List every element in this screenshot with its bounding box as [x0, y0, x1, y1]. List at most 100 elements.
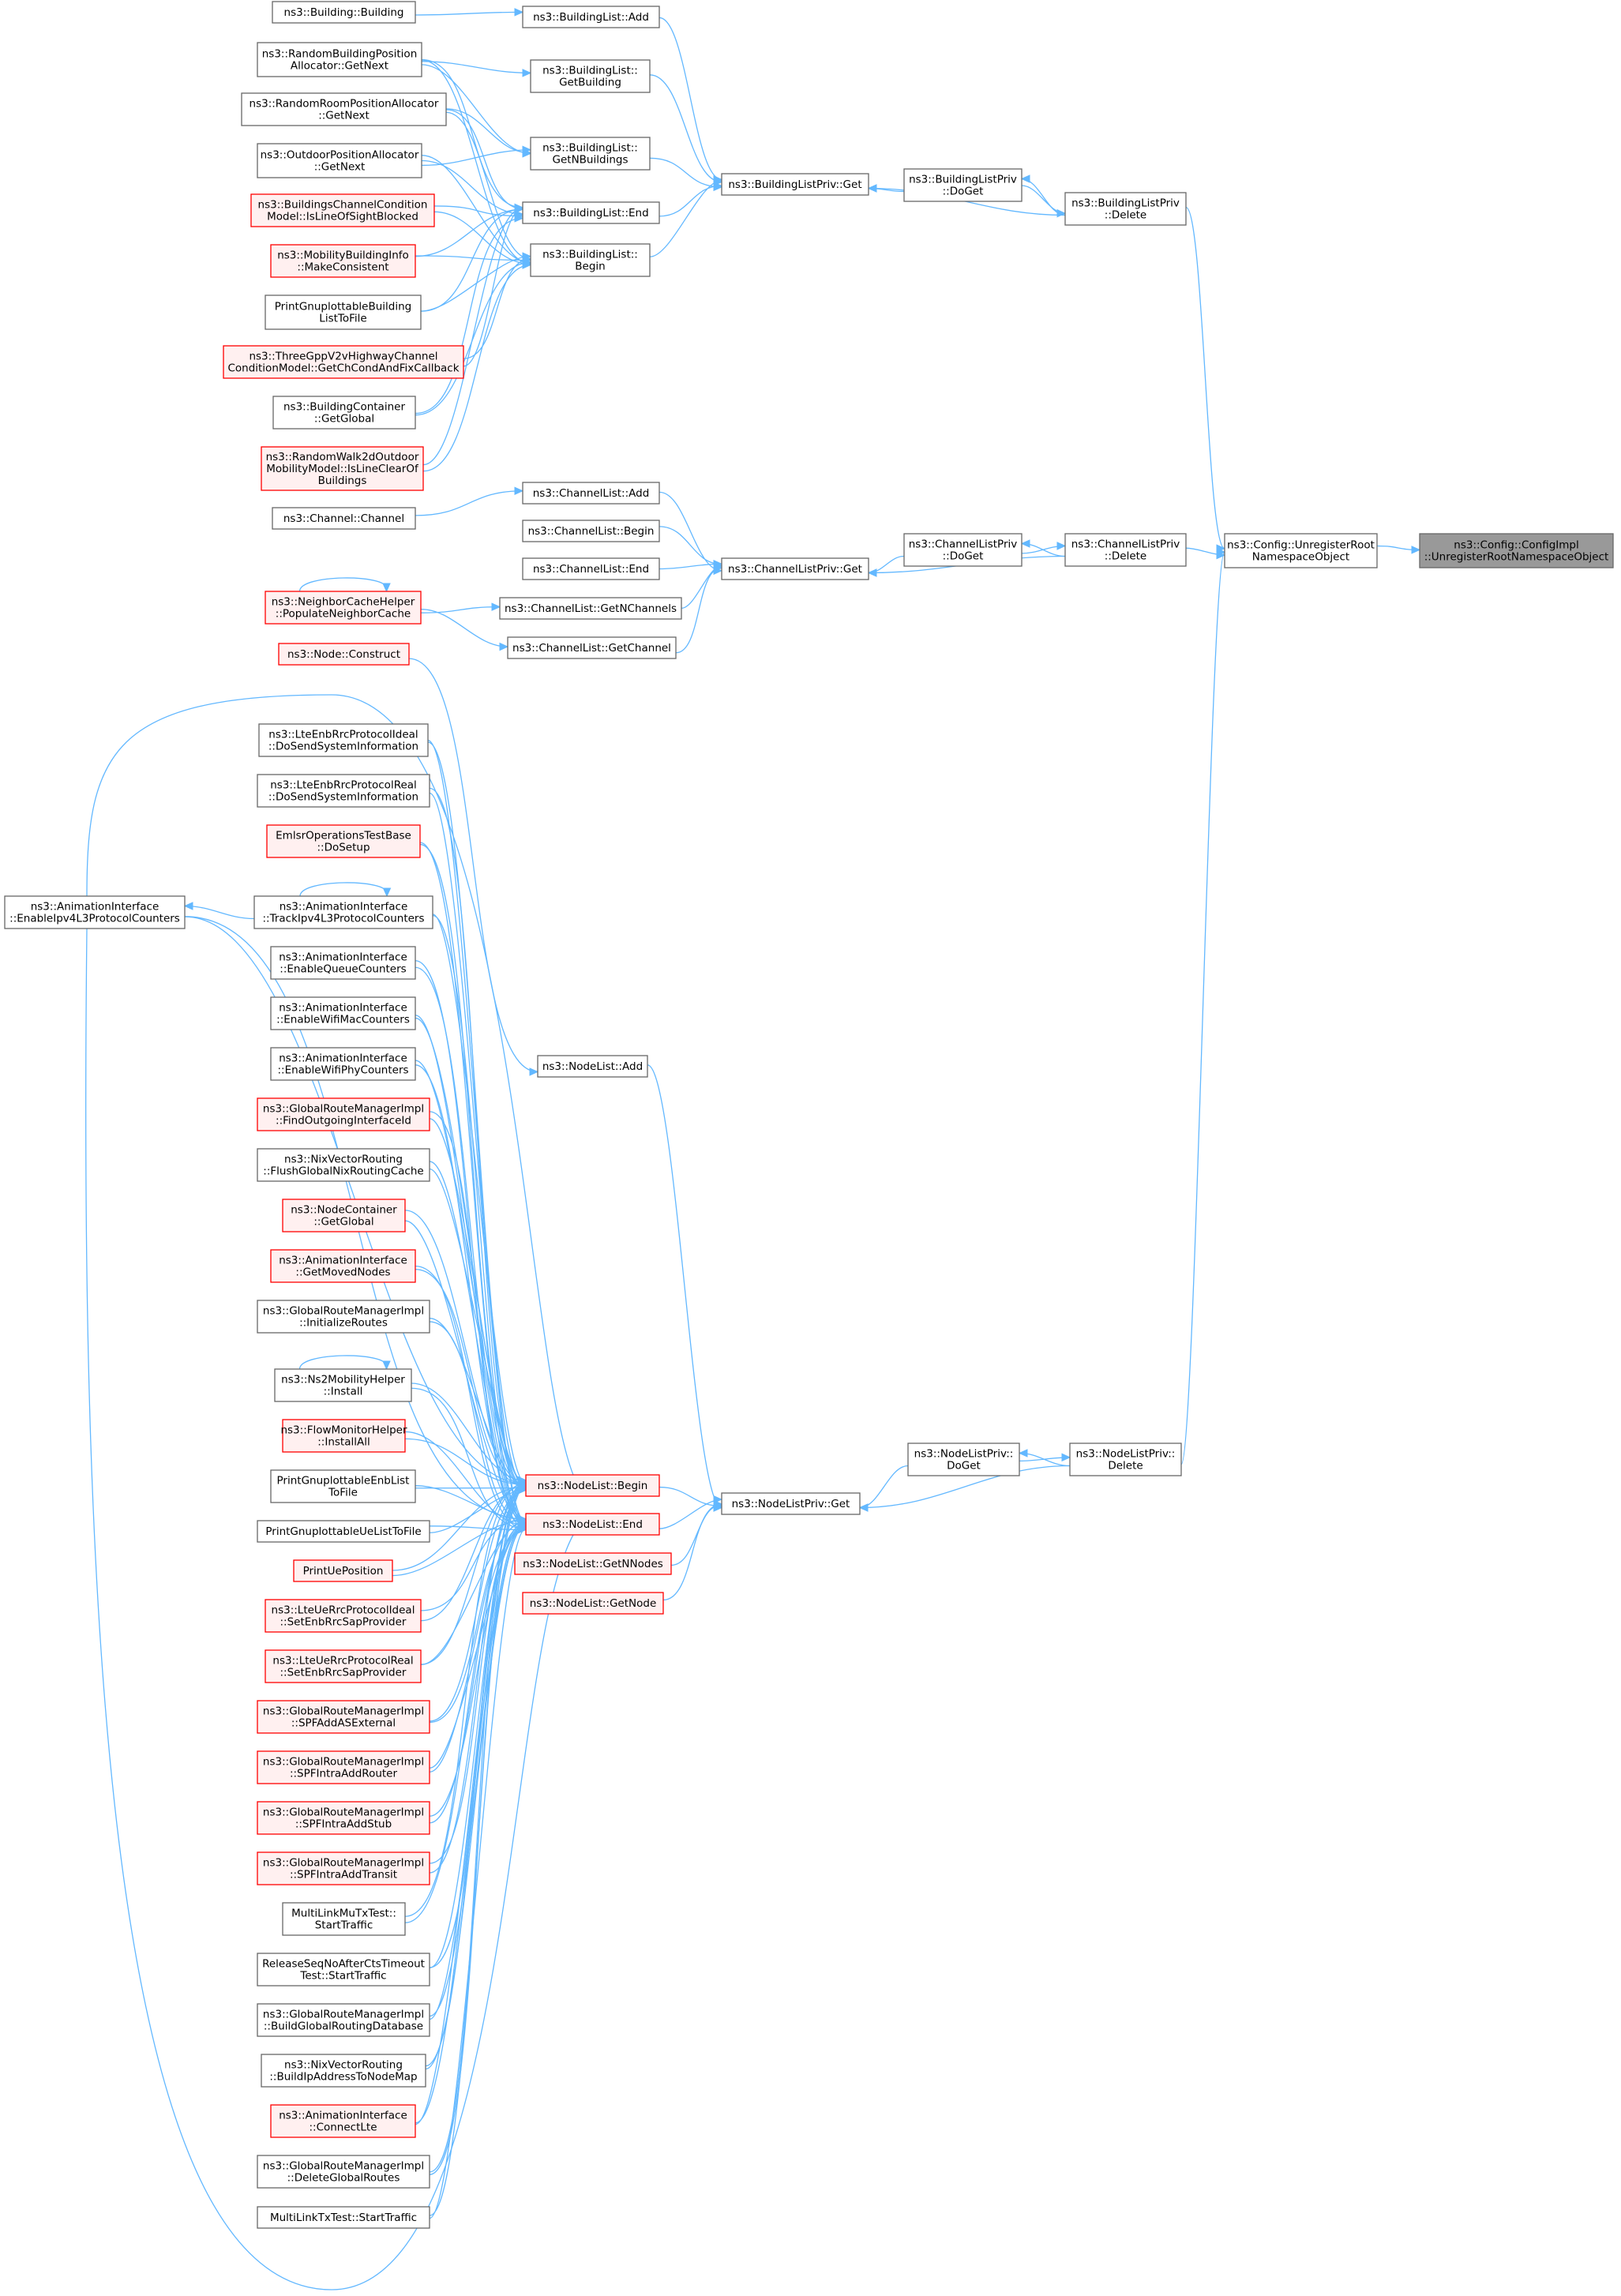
node-c07[interactable]: ns3::AnimationInterface::EnableWifiPhyCo… [270, 1047, 416, 1081]
node-c20[interactable]: ns3::GlobalRouteManagerImpl::SPFAddASExt… [257, 1700, 430, 1734]
node-c13[interactable]: ns3::Ns2MobilityHelper::Install [274, 1368, 412, 1402]
node-nch[interactable]: ns3::NeighborCacheHelper::PopulateNeighb… [265, 591, 422, 625]
edge-bl_getnbuildings-to-blp_get [649, 157, 722, 188]
edge-c27-to-nl_end [425, 1525, 527, 2070]
node-root[interactable]: ns3::Config::ConfigImpl::UnregisterRootN… [1419, 533, 1614, 568]
node-blp-delete[interactable]: ns3::BuildingListPriv::Delete [1064, 192, 1187, 226]
edge-blp_doget-to-blp_delete [1021, 185, 1066, 214]
node-c11[interactable]: ns3::AnimationInterface::GetMovedNodes [270, 1249, 416, 1283]
node-ai-enableipv4[interactable]: ns3::AnimationInterface::EnableIpv4L3Pro… [4, 895, 186, 929]
edge-rw2d-to-bl_end-arrowhead [514, 204, 524, 212]
node-bl-begin[interactable]: ns3::BuildingList::Begin [530, 243, 651, 277]
node-c28[interactable]: ns3::AnimationInterface::ConnectLte [270, 2104, 416, 2138]
edge-clp_delete-to-clp_get-arrowhead [867, 568, 877, 577]
node-c04[interactable]: ns3::AnimationInterface::TrackIpv4L3Prot… [253, 895, 433, 929]
node-label-line: ns3::BuildingList::Add [533, 11, 649, 24]
node-nl-getnode[interactable]: ns3::NodeList::GetNode [522, 1592, 664, 1615]
node-c23[interactable]: ns3::GlobalRouteManagerImpl::SPFIntraAdd… [257, 1851, 430, 1885]
node-c14[interactable]: ns3::FlowMonitorHelper::InstallAll [280, 1419, 407, 1453]
node-c18[interactable]: ns3::LteUeRrcProtocolIdeal::SetEnbRrcSap… [265, 1599, 422, 1633]
node-c30[interactable]: MultiLinkTxTest::StartTraffic [257, 2206, 430, 2229]
node-c29[interactable]: ns3::GlobalRouteManagerImpl::DeleteGloba… [257, 2155, 430, 2189]
node-blp-get[interactable]: ns3::BuildingListPriv::Get [721, 173, 869, 196]
node-bccm[interactable]: ns3::BuildingsChannelConditionModel::IsL… [250, 193, 435, 227]
node-label-line: ns3::AnimationInterface [279, 1002, 407, 1015]
node-clp-delete[interactable]: ns3::ChannelListPriv::Delete [1064, 533, 1187, 567]
node-box [270, 996, 416, 1030]
node-blp-doget[interactable]: ns3::BuildingListPriv::DoGet [903, 168, 1023, 202]
node-bc-getglobal[interactable]: ns3::BuildingContainer::GetGlobal [272, 396, 416, 430]
node-c05[interactable]: ns3::AnimationInterface::EnableQueueCoun… [270, 946, 416, 980]
node-rw2d[interactable]: ns3::RandomWalk2dOutdoorMobilityModel::I… [261, 446, 424, 491]
node-c01[interactable]: ns3::LteEnbRrcProtocolIdeal::DoSendSyste… [258, 723, 429, 757]
node-box [537, 1055, 648, 1078]
edge-opa_getnext-to-bl_begin [421, 155, 531, 264]
node-nlp-doget[interactable]: ns3::NodeListPriv::DoGet [907, 1443, 1020, 1476]
edge-c04-to-nl_end [432, 914, 527, 1525]
node-c08[interactable]: ns3::GlobalRouteManagerImpl::FindOutgoin… [257, 1097, 430, 1131]
edge-rbpa_getnext-to-bl_begin [421, 59, 531, 264]
node-c22[interactable]: ns3::GlobalRouteManagerImpl::SPFIntraAdd… [257, 1801, 430, 1835]
node-box [525, 1513, 660, 1536]
edge-c21-to-nl_begin [429, 1488, 527, 1773]
node-c03[interactable]: EmlsrOperationsTestBase::DoSetup [266, 824, 421, 858]
node-c19[interactable]: ns3::LteUeRrcProtocolReal::SetEnbRrcSapP… [265, 1649, 422, 1683]
node-rbpa-getnext[interactable]: ns3::RandomBuildingPositionAllocator::Ge… [257, 42, 422, 77]
node-c16[interactable]: PrintGnuplottableUeListToFile [257, 1520, 430, 1543]
node-box [261, 446, 424, 491]
node-clp-doget[interactable]: ns3::ChannelListPriv::DoGet [903, 533, 1023, 567]
edge-rrpa_getnext-to-bl_end [445, 109, 523, 210]
node-nl-add[interactable]: ns3::NodeList::Add [537, 1055, 648, 1078]
node-ch-channel[interactable]: ns3::Channel::Channel [272, 507, 416, 530]
node-label-line: Allocator::GetNext [291, 60, 388, 73]
node-nl-end[interactable]: ns3::NodeList::End [525, 1513, 660, 1536]
node-label-line: ::DoGet [943, 186, 984, 198]
node-cl-add[interactable]: ns3::ChannelList::Add [522, 482, 660, 505]
node-bl-getnbuildings[interactable]: ns3::BuildingList::GetNBuildings [530, 137, 651, 171]
node-c10[interactable]: ns3::NodeContainer::GetGlobal [282, 1199, 406, 1232]
node-box [1064, 533, 1187, 567]
node-clp-get[interactable]: ns3::ChannelListPriv::Get [721, 557, 869, 580]
node-nlp-get[interactable]: ns3::NodeListPriv::Get [721, 1492, 861, 1515]
node-opa-getnext[interactable]: ns3::OutdoorPositionAllocator::GetNext [257, 143, 422, 178]
node-c06[interactable]: ns3::AnimationInterface::EnableWifiMacCo… [270, 996, 416, 1030]
node-cl-end[interactable]: ns3::ChannelList::End [522, 557, 660, 580]
node-bl-end[interactable]: ns3::BuildingList::End [522, 201, 660, 224]
node-node-construct[interactable]: ns3::Node::Construct [278, 643, 410, 666]
node-box [258, 723, 429, 757]
node-c25[interactable]: ReleaseSeqNoAfterCtsTimeoutTest::StartTr… [257, 1953, 430, 1986]
node-c21[interactable]: ns3::GlobalRouteManagerImpl::SPFIntraAdd… [257, 1750, 430, 1784]
node-label-line: ns3::OutdoorPositionAllocator [261, 149, 419, 162]
node-nlp-delete[interactable]: ns3::NodeListPriv::Delete [1069, 1443, 1182, 1476]
node-cl-begin[interactable]: ns3::ChannelList::Begin [522, 520, 660, 542]
node-c02[interactable]: ns3::LteEnbRrcProtocolReal::DoSendSystem… [257, 774, 430, 808]
node-label-line: ns3::GlobalRouteManagerImpl [263, 2160, 424, 2173]
node-box [907, 1443, 1020, 1476]
node-label-line: ns3::NodeList::GetNode [530, 1597, 657, 1610]
node-label-line: ns3::GlobalRouteManagerImpl [263, 1857, 424, 1870]
node-cl-getchannel[interactable]: ns3::ChannelList::GetChannel [507, 636, 677, 659]
node-label-line: ::DoSendSystemInformation [268, 791, 418, 804]
node-cl-getnchannels[interactable]: ns3::ChannelList::GetNChannels [499, 597, 682, 620]
node-nl-getnnodes[interactable]: ns3::NodeList::GetNNodes [514, 1552, 672, 1575]
node-cfg-unreg[interactable]: ns3::Config::UnregisterRootNamespaceObje… [1224, 533, 1378, 568]
node-c17[interactable]: PrintUePosition [293, 1559, 393, 1582]
node-b-building[interactable]: ns3::Building::Building [272, 1, 416, 24]
node-bl-getbuilding[interactable]: ns3::BuildingList::GetBuilding [530, 59, 651, 93]
node-c12[interactable]: ns3::GlobalRouteManagerImpl::InitializeR… [257, 1300, 430, 1334]
node-mbi[interactable]: ns3::MobilityBuildingInfo::MakeConsisten… [270, 244, 416, 278]
node-c27[interactable]: ns3::NixVectorRouting::BuildIpAddressToN… [261, 2054, 426, 2088]
edge-clp_delete-to-clp_doget-arrowhead [1020, 539, 1030, 548]
node-c09[interactable]: ns3::NixVectorRouting::FlushGlobalNixRou… [257, 1148, 430, 1182]
node-nl-begin[interactable]: ns3::NodeList::Begin [525, 1474, 660, 1497]
node-box [257, 143, 422, 178]
node-c24[interactable]: MultiLinkMuTxTest::StartTraffic [282, 1902, 406, 1936]
node-label-line: ns3::RandomRoomPositionAllocator [250, 98, 439, 111]
node-tgpp[interactable]: ns3::ThreeGppV2vHighwayChannelConditionM… [223, 345, 464, 379]
node-rrpa-getnext[interactable]: ns3::RandomRoomPositionAllocator::GetNex… [241, 92, 447, 126]
node-c26[interactable]: ns3::GlobalRouteManagerImpl::BuildGlobal… [257, 2003, 430, 2037]
node-bl-add[interactable]: ns3::BuildingList::Add [522, 6, 660, 28]
